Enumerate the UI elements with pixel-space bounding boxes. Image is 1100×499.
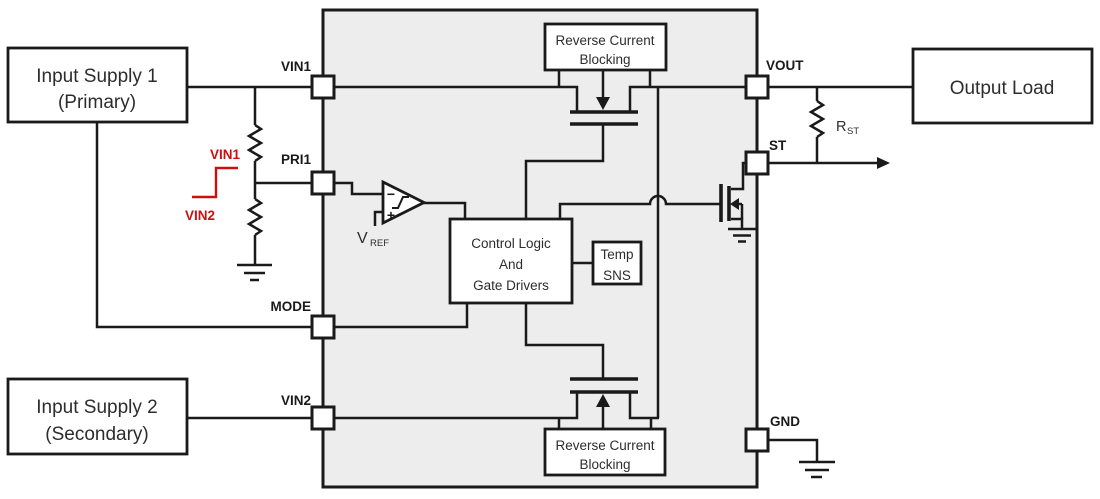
output-load-label: Output Load xyxy=(950,78,1055,99)
control-logic-box xyxy=(448,217,574,305)
rst-label-main: R xyxy=(836,119,846,135)
pin-vin1 xyxy=(310,74,336,100)
input-supply-1-line2: (Primary) xyxy=(58,92,136,113)
wire-top-gate-lead xyxy=(524,124,605,219)
pin-gnd xyxy=(744,427,770,453)
mosfet-st-body-arrow-icon xyxy=(730,198,739,210)
hysteresis-icon xyxy=(392,196,409,209)
vin1-pin-label: VIN1 xyxy=(281,59,312,74)
input-supply-2-line1: Input Supply 2 xyxy=(36,397,157,418)
comparator: − + xyxy=(381,179,428,226)
ground-gnd-pin-icon xyxy=(799,460,835,479)
rcb-top-box xyxy=(543,22,668,72)
resistor-divider-top xyxy=(246,123,264,163)
temp-sns-line1: Temp xyxy=(600,247,633,262)
input-supply-2-line2: (Secondary) xyxy=(45,424,149,445)
pin-labels: VIN1 PRI1 MODE VIN2 VOUT ST GND xyxy=(271,58,805,429)
wire-pri1-comparator-input xyxy=(255,181,383,196)
mosfet-bottom-arrow-icon xyxy=(596,394,610,407)
mosfet-bottom xyxy=(570,377,638,429)
input-supply-1-box xyxy=(6,46,189,124)
ground-divider-icon xyxy=(237,263,272,282)
red-vin2-label: VIN2 xyxy=(185,208,215,223)
mosfet-top-arrow-icon xyxy=(596,97,610,110)
wire-bottom-fet-right xyxy=(628,392,659,420)
rcb-bottom-box xyxy=(543,427,667,477)
rcb-bottom-line1: Reverse Current xyxy=(555,438,654,453)
vin2-pin-label: VIN2 xyxy=(281,393,311,408)
wire-mode-line xyxy=(95,122,469,329)
temp-sns-line2: SNS xyxy=(603,268,631,283)
comparator-triangle xyxy=(381,179,428,226)
mosfet-top xyxy=(570,70,638,126)
mode-pin-label: MODE xyxy=(271,299,312,314)
vref-label-sub: REF xyxy=(370,238,389,249)
rcb-top-line1: Reverse Current xyxy=(555,33,654,48)
temp-sns-box xyxy=(591,240,643,286)
pin-mode xyxy=(310,314,336,340)
vout-pin-label: VOUT xyxy=(766,58,804,73)
st-line-arrow-icon xyxy=(877,157,890,169)
pin-vin2 xyxy=(310,405,336,431)
comparator-minus-label: − xyxy=(387,186,395,202)
st-pin-label: ST xyxy=(769,138,787,153)
gnd-pin-label: GND xyxy=(770,414,800,429)
control-logic-line2: And xyxy=(499,257,523,272)
symbol-labels: V REF R ST xyxy=(357,119,859,249)
pin-pri1 xyxy=(310,170,336,196)
wire-bottom-gate-lead xyxy=(524,303,605,379)
resistor-divider-bottom xyxy=(246,197,264,237)
rst-label-sub: ST xyxy=(847,126,859,137)
rcb-bottom-line2: Blocking xyxy=(579,457,630,472)
pin-vout xyxy=(744,74,770,100)
red-step-annotation: VIN1 VIN2 xyxy=(185,147,241,223)
resistors xyxy=(246,99,826,237)
wire-st-gate-line xyxy=(558,194,721,219)
pin-st xyxy=(744,150,770,176)
resistor-rst xyxy=(808,99,826,139)
wire-vref-stub xyxy=(373,210,383,226)
wire-comparator-output xyxy=(423,201,467,219)
output-load-box xyxy=(911,47,1094,125)
wire-vout-rail xyxy=(628,85,913,112)
box-labels: Input Supply 1 (Primary) Input Supply 2 … xyxy=(36,33,1054,472)
control-logic-line3: Gate Drivers xyxy=(473,278,549,293)
rcb-top-line2: Blocking xyxy=(579,52,630,67)
input-supply-2-box xyxy=(6,377,189,456)
red-vin1-label: VIN1 xyxy=(210,147,241,162)
control-logic-line1: Control Logic xyxy=(471,236,551,251)
comparator-plus-label: + xyxy=(387,207,395,223)
pri1-pin-label: PRI1 xyxy=(281,152,312,167)
wire-gnd xyxy=(768,438,819,462)
red-step-waveform xyxy=(192,166,238,199)
vref-label-main: V xyxy=(357,230,368,247)
input-supply-1-line1: Input Supply 1 xyxy=(36,66,157,87)
